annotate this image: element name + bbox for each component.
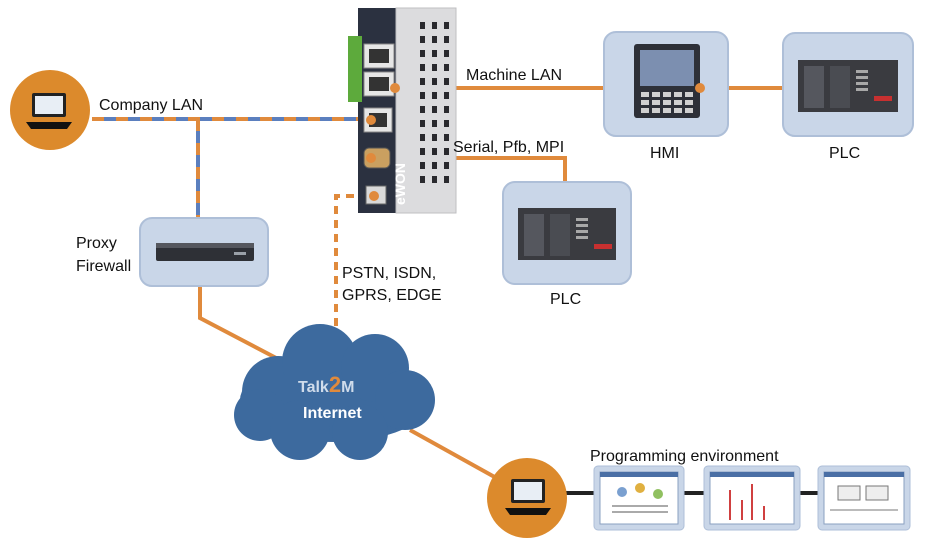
proxy-label: Proxy xyxy=(76,235,117,252)
plc-rack-icon xyxy=(518,208,616,260)
company-lan-line xyxy=(92,117,368,222)
internet-label: Internet xyxy=(303,405,362,422)
serial-label: Serial, Pfb, MPI xyxy=(453,139,564,156)
screenshot-thumb-2 xyxy=(703,465,801,531)
programming-laptop xyxy=(487,458,567,538)
m-text: M xyxy=(341,379,354,396)
firewall-internet-line xyxy=(198,282,281,362)
laptop-icon xyxy=(505,479,551,515)
company-lan-label: Company LAN xyxy=(99,97,203,114)
pstn-label-line1: PSTN, ISDN, xyxy=(342,265,436,282)
programming-screens xyxy=(593,465,911,531)
svg-text:Talk2M: Talk2M xyxy=(298,372,354,397)
plc-right-label: PLC xyxy=(829,145,860,162)
screenshot-thumb-3 xyxy=(817,465,911,531)
firewall-label: Firewall xyxy=(76,258,131,275)
screenshot-thumb-1 xyxy=(593,465,685,531)
router-vents xyxy=(420,22,449,183)
pstn-label-line2: GPRS, EDGE xyxy=(342,287,442,304)
laptop-icon xyxy=(26,93,72,129)
two-text: 2 xyxy=(329,372,341,397)
hmi-label: HMI xyxy=(650,145,679,162)
proxy-firewall-device xyxy=(139,217,269,287)
programming-env-label: Programming environment xyxy=(590,448,779,465)
internet-programming-line xyxy=(409,428,501,482)
ewon-router: eWON xyxy=(348,7,457,214)
plc-right-device xyxy=(782,32,914,137)
internet-cloud-icon xyxy=(234,324,435,460)
proxy-firewall-icon xyxy=(156,243,254,261)
router-brand: eWON xyxy=(392,163,408,205)
talk-text: Talk xyxy=(298,379,329,396)
company-laptop xyxy=(10,70,90,150)
router-ports xyxy=(363,43,395,133)
internet-cloud: Talk2M Internet xyxy=(234,324,435,460)
hmi-panel-icon xyxy=(634,44,700,118)
plc-rack-icon xyxy=(798,60,898,112)
modem-line xyxy=(334,194,368,345)
plc-center-device xyxy=(502,181,632,285)
machine-lan-label: Machine LAN xyxy=(466,67,562,84)
hmi-device xyxy=(603,31,729,137)
plc-center-label: PLC xyxy=(550,291,581,308)
